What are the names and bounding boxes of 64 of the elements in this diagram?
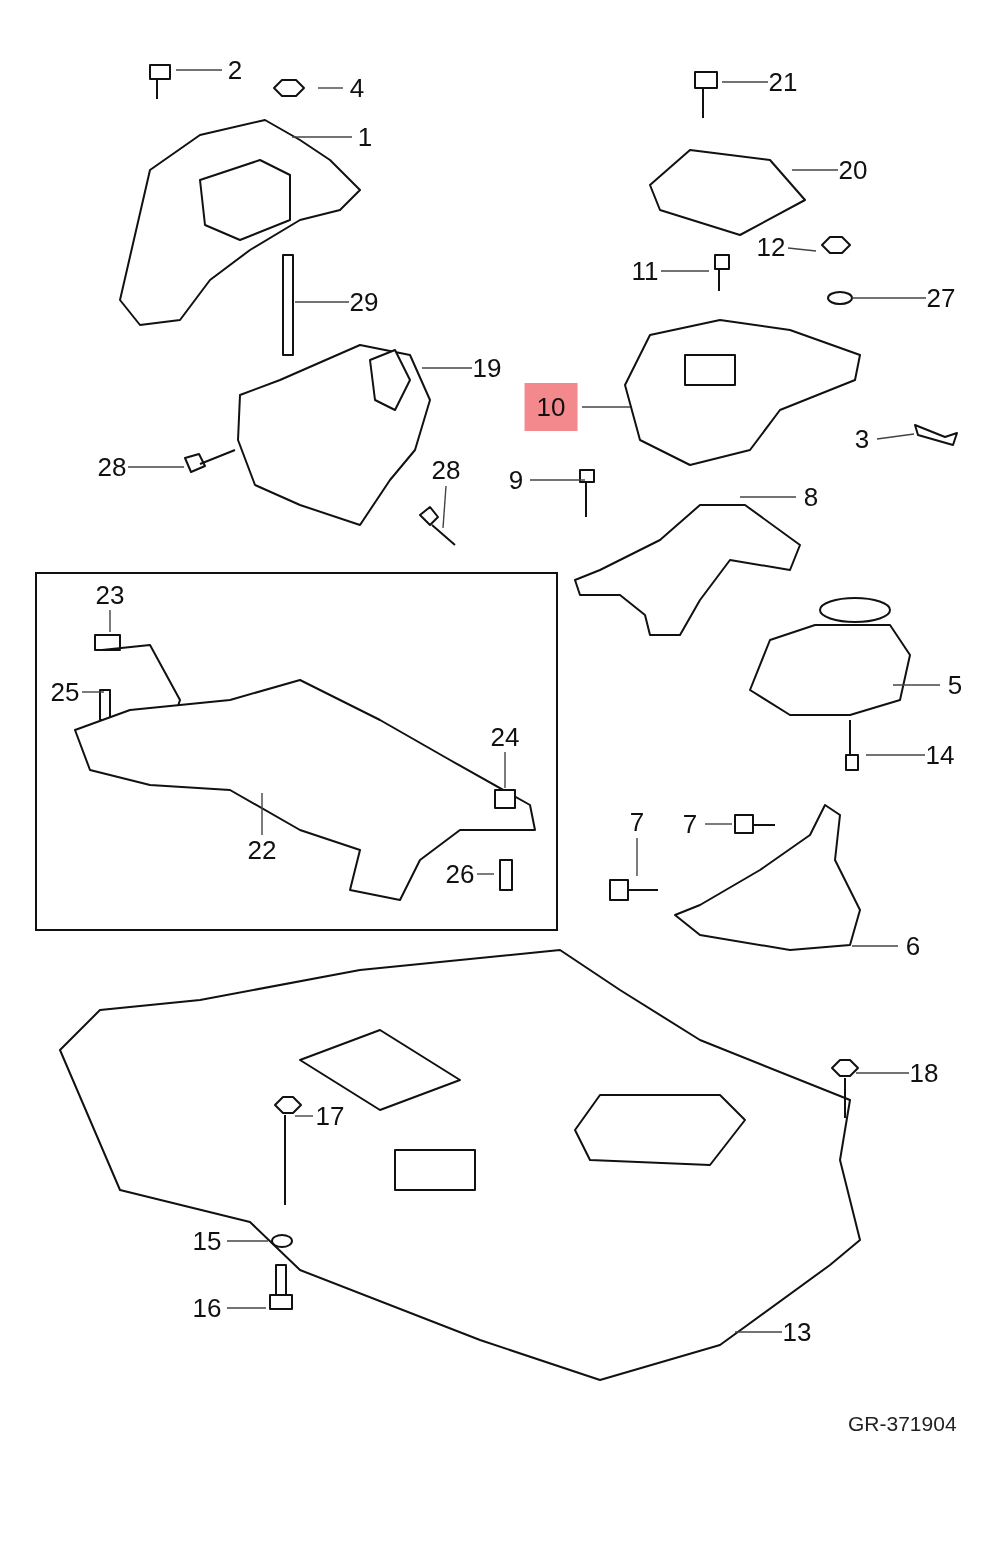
leader-line bbox=[855, 1072, 910, 1074]
leader-line bbox=[739, 496, 797, 498]
callout-number: 21 bbox=[768, 68, 798, 96]
callout-number: 20 bbox=[838, 156, 868, 184]
callout-number: 7 bbox=[629, 808, 645, 836]
callout-number: 16 bbox=[192, 1294, 222, 1322]
leader-line bbox=[581, 406, 631, 408]
callout-number: 25 bbox=[50, 678, 80, 706]
leader-line bbox=[704, 823, 733, 825]
callout-number: 1 bbox=[357, 123, 373, 151]
callout-number: 19 bbox=[472, 354, 502, 382]
leader-line bbox=[851, 945, 899, 947]
leader-line bbox=[734, 1331, 783, 1333]
drawing-number: GR-371904 bbox=[848, 1412, 957, 1436]
callout-number: 22 bbox=[247, 836, 277, 864]
leader-line bbox=[109, 609, 111, 633]
callout-number: 17 bbox=[315, 1102, 345, 1130]
leader-line bbox=[175, 69, 223, 71]
callout-number: 24 bbox=[490, 723, 520, 751]
leader-line bbox=[660, 270, 710, 272]
callout-number: 27 bbox=[926, 284, 956, 312]
leader-line bbox=[851, 297, 927, 299]
leader-line bbox=[721, 81, 769, 83]
leader-line bbox=[127, 466, 185, 468]
leader-line bbox=[81, 691, 105, 693]
inset-frame bbox=[35, 572, 558, 931]
callout-number: 4 bbox=[349, 74, 365, 102]
callout-number: 28 bbox=[97, 453, 127, 481]
callout-number: 5 bbox=[947, 671, 963, 699]
leader-line bbox=[791, 169, 839, 171]
leader-line bbox=[421, 367, 473, 369]
leader-line bbox=[226, 1240, 269, 1242]
leader-line bbox=[476, 873, 495, 875]
leader-line bbox=[442, 485, 447, 529]
callout-number: 8 bbox=[803, 483, 819, 511]
leader-line bbox=[291, 136, 353, 138]
leader-line bbox=[294, 301, 350, 303]
callout-number: 13 bbox=[782, 1318, 812, 1346]
leader-line bbox=[787, 247, 817, 252]
leader-line bbox=[226, 1307, 267, 1309]
callout-number: 23 bbox=[95, 581, 125, 609]
leader-line bbox=[636, 837, 638, 877]
callout-number: 2 bbox=[227, 56, 243, 84]
leader-line bbox=[865, 754, 926, 756]
leader-line bbox=[261, 792, 263, 836]
callout-number: 9 bbox=[508, 466, 524, 494]
leader-line bbox=[529, 479, 586, 481]
callout-number: 7 bbox=[682, 810, 698, 838]
callout-number: 15 bbox=[192, 1227, 222, 1255]
leader-line bbox=[876, 433, 915, 440]
leader-line bbox=[504, 751, 506, 789]
callout-number: 28 bbox=[431, 456, 461, 484]
callout-number: 26 bbox=[445, 860, 475, 888]
callout-number: 18 bbox=[909, 1059, 939, 1087]
callout-number: 6 bbox=[905, 932, 921, 960]
callout-number: 29 bbox=[349, 288, 379, 316]
callout-number: 11 bbox=[631, 257, 659, 285]
callout-number: 14 bbox=[925, 741, 955, 769]
leader-line bbox=[317, 87, 344, 89]
callout-number: 12 bbox=[756, 233, 786, 261]
callout-number: 10 bbox=[524, 383, 578, 431]
leader-line bbox=[294, 1115, 314, 1117]
leader-line bbox=[892, 684, 941, 686]
callout-number: 3 bbox=[854, 425, 870, 453]
